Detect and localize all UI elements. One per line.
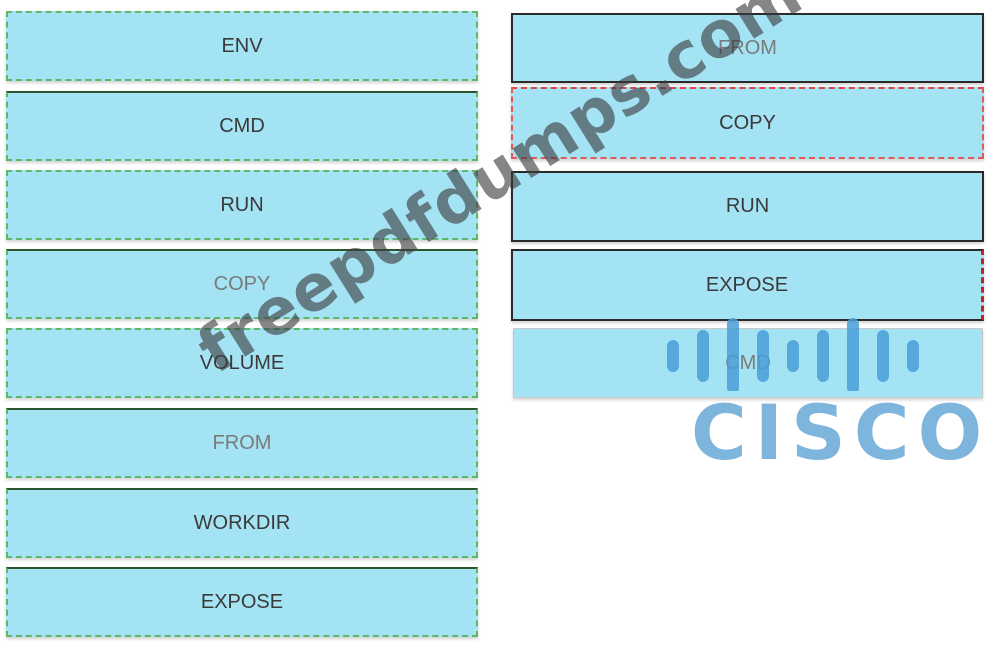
option-label: FROM xyxy=(212,431,272,454)
option-run[interactable]: RUN xyxy=(6,170,478,240)
option-label: ENV xyxy=(221,34,263,57)
option-cmd[interactable]: CMD xyxy=(6,91,478,161)
option-label: CMD xyxy=(219,114,265,137)
answer-slot-5[interactable]: CMD xyxy=(513,328,983,398)
option-from[interactable]: FROM xyxy=(6,408,478,478)
answer-slot-4[interactable]: EXPOSE xyxy=(511,249,984,321)
slot-label: RUN xyxy=(725,195,770,217)
answer-slot-2[interactable]: COPY xyxy=(511,87,984,159)
option-label: EXPOSE xyxy=(200,590,284,613)
slot-label: CMD xyxy=(725,351,771,374)
cisco-logo-text: CISCO xyxy=(691,388,991,477)
option-workdir[interactable]: WORKDIR xyxy=(6,488,478,558)
option-expose[interactable]: EXPOSE xyxy=(6,567,478,637)
option-label: VOLUME xyxy=(199,351,285,374)
answer-slot-1[interactable]: FROM xyxy=(511,13,984,83)
answer-slot-3[interactable]: RUN xyxy=(511,171,984,242)
option-label: WORKDIR xyxy=(193,511,291,534)
slot-label: COPY xyxy=(719,111,776,134)
option-env[interactable]: ENV xyxy=(6,11,478,81)
option-label: COPY xyxy=(213,272,271,295)
slot-label: EXPOSE xyxy=(705,273,789,296)
option-copy[interactable]: COPY xyxy=(6,249,478,319)
option-label: RUN xyxy=(220,193,264,216)
slot-label: FROM xyxy=(718,36,777,59)
option-volume[interactable]: VOLUME xyxy=(6,328,478,398)
